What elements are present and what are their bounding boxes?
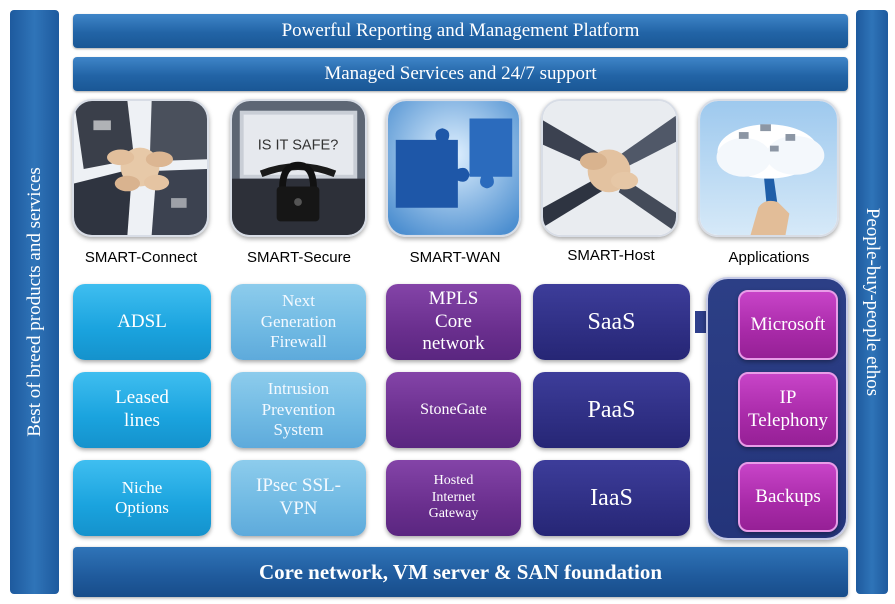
tile-saas: SaaS bbox=[533, 284, 690, 360]
column-label-smart-connect: SMART-Connect bbox=[84, 249, 198, 266]
column-label-smart-secure: SMART-Secure bbox=[247, 249, 351, 266]
reporting-platform-band: Powerful Reporting and Management Platfo… bbox=[73, 14, 848, 48]
puzzle-pieces-image bbox=[388, 101, 519, 235]
is-it-safe-sign: IS IT SAFE? bbox=[258, 138, 339, 154]
column-label-smart-wan: SMART-WAN bbox=[409, 249, 501, 266]
tile-leased-lines: Leased lines bbox=[73, 372, 211, 448]
tile-intrusion-prevention-system: Intrusion Prevention System bbox=[231, 372, 366, 448]
tile-ipsec-ssl-vpn: IPsec SSL-VPN bbox=[231, 460, 366, 536]
column-label-smart-host: SMART-Host bbox=[567, 247, 655, 264]
wan-photo bbox=[386, 99, 521, 237]
left-sidebar-label: Best of breed products and services bbox=[23, 167, 45, 437]
tile-hosted-internet-gateway: Hosted Internet Gateway bbox=[386, 460, 521, 536]
tile-iaas: IaaS bbox=[533, 460, 690, 536]
connect-photo bbox=[72, 99, 209, 237]
tile-mpls-core-network: MPLS Core network bbox=[386, 284, 521, 360]
tile-microsoft: Microsoft bbox=[738, 290, 838, 360]
team-hands-image bbox=[74, 101, 207, 235]
cloud-hand-image bbox=[700, 101, 837, 235]
linked-arms-image bbox=[543, 101, 676, 235]
managed-services-band: Managed Services and 24/7 support bbox=[73, 57, 848, 91]
core-network-foundation-band: Core network, VM server & SAN foundation bbox=[73, 547, 848, 597]
column-label-applications: Applications bbox=[728, 249, 810, 266]
tile-niche-options: Niche Options bbox=[73, 460, 211, 536]
host-photo bbox=[541, 99, 678, 237]
left-sidebar: Best of breed products and services bbox=[10, 10, 59, 594]
tile-ip-telephony: IP Telephony bbox=[738, 372, 838, 447]
right-sidebar-label: People-buy-people ethos bbox=[862, 207, 883, 397]
right-sidebar: People-buy-people ethos bbox=[856, 10, 888, 594]
applications-photo bbox=[698, 99, 839, 237]
tile-backups: Backups bbox=[738, 462, 838, 532]
secure-photo: IS IT SAFE? bbox=[230, 99, 367, 237]
tile-paas: PaaS bbox=[533, 372, 690, 448]
tile-next-generation-firewall: Next Generation Firewall bbox=[231, 284, 366, 360]
tile-stonegate: StoneGate bbox=[386, 372, 521, 448]
tile-adsl: ADSL bbox=[73, 284, 211, 360]
padlock-laptop-image: IS IT SAFE? bbox=[232, 101, 365, 235]
